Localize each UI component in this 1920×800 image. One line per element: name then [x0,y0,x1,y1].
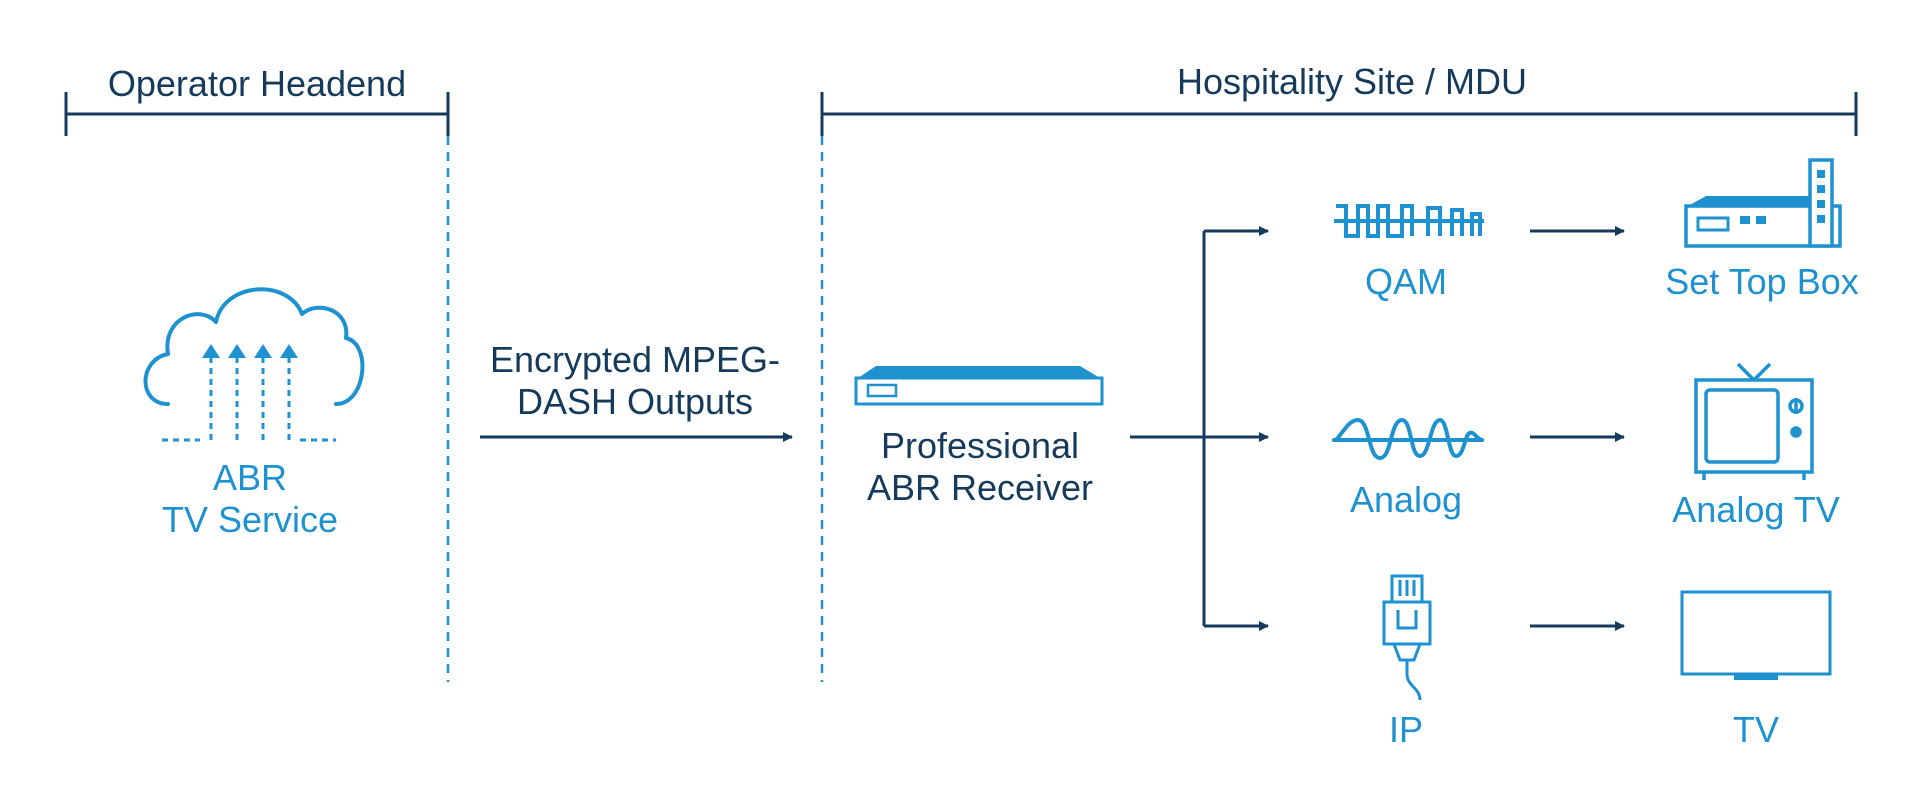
receiver-label-line2: ABR Receiver [867,467,1093,508]
analog-tv-icon [1694,362,1814,480]
output-analog-device-label: Analog TV [1672,489,1839,530]
qam-waveform-icon [1334,204,1484,238]
analog-waveform-icon [1332,417,1484,461]
output-qam-device-label: Set Top Box [1665,261,1858,302]
source-label-line1: ABR [213,457,287,498]
headend-bracket [64,92,450,136]
site-section-label: Hospitality Site / MDU [1177,61,1527,102]
set-top-box-icon [1684,158,1842,248]
flat-tv-icon [1680,590,1832,680]
output-qam-signal-label: QAM [1365,261,1447,302]
link-label-line1: Encrypted MPEG- [490,339,780,380]
source-label-line2: TV Service [162,499,338,540]
headend-section-label: Operator Headend [108,63,406,104]
ethernet-plug-icon [1382,574,1432,701]
rack-receiver-icon [854,366,1104,406]
output-ip-signal-label: IP [1389,709,1423,750]
fanout-connector [1130,231,1206,626]
site-bracket [820,92,1858,136]
receiver-label-line1: Professional [881,425,1079,466]
output-ip-device-label: TV [1733,709,1779,750]
output-analog-signal-label: Analog [1350,479,1462,520]
link-label-line2: DASH Outputs [517,381,753,422]
cloud-upload-icon [143,287,365,442]
